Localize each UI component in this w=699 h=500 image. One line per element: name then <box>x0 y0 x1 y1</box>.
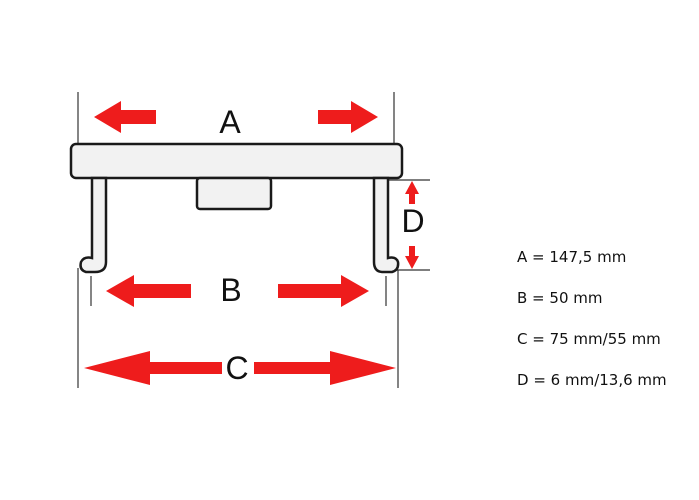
cap-body <box>69 142 404 274</box>
arrow-c-right <box>254 351 396 385</box>
arrow-b-right <box>278 275 369 307</box>
cap-center-tab <box>195 176 273 211</box>
cap-right-leg <box>372 176 400 274</box>
extension-lines <box>77 92 430 388</box>
dimension-letter-a: A <box>219 104 241 140</box>
dimension-value-c: C = 75 mm/55 mm <box>517 330 661 348</box>
arrow-a-right <box>318 101 378 133</box>
arrow-d-up <box>405 181 419 204</box>
arrow-c-left <box>84 351 222 385</box>
cap-top-plate <box>69 142 404 180</box>
dimension-value-b: B = 50 mm <box>517 289 603 307</box>
dimension-letter-d: D <box>401 203 424 239</box>
dimension-legend: A = 147,5 mm B = 50 mm C = 75 mm/55 mm D… <box>517 244 692 408</box>
dimension-arrows <box>84 101 419 385</box>
cap-left-leg <box>79 176 108 274</box>
arrow-a-left <box>94 101 156 133</box>
dimension-letter-b: B <box>220 272 241 308</box>
arrow-d-down <box>405 246 419 269</box>
dimension-letter-c: C <box>225 350 248 386</box>
dimension-value-d: D = 6 mm/13,6 mm <box>517 371 667 389</box>
arrow-b-left <box>106 275 191 307</box>
dimension-value-a: A = 147,5 mm <box>517 248 627 266</box>
